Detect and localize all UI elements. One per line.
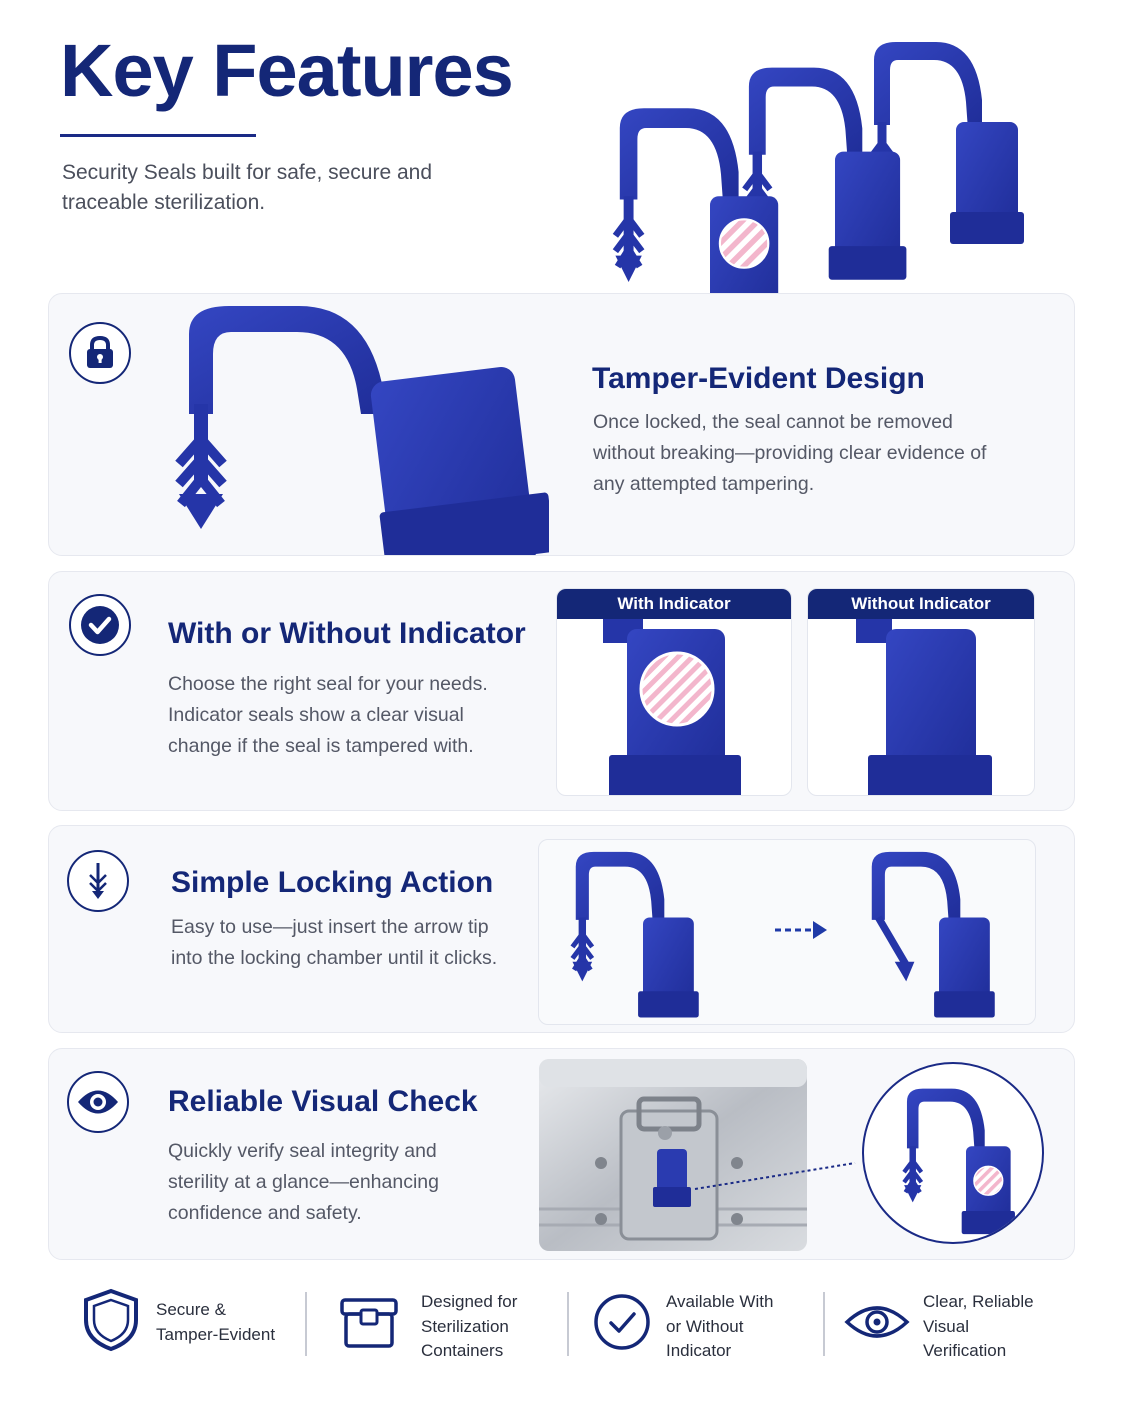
dotted-leader <box>694 1162 856 1190</box>
lock-icon <box>69 322 131 384</box>
without-indicator-panel: Without Indicator <box>807 588 1035 796</box>
sterilization-container-image <box>539 1059 807 1251</box>
locking-steps-panel <box>538 839 1036 1025</box>
footer-item-visual: Clear, Reliable Visual Verification <box>844 1288 1074 1368</box>
footer-item-secure: Secure & Tamper-Evident <box>80 1288 300 1368</box>
page-title: Key Features <box>60 29 514 112</box>
plain-seal-image <box>856 619 992 795</box>
footer-label: Secure & Tamper-Evident <box>156 1300 276 1344</box>
title-underline <box>60 134 256 137</box>
tamper-seal-image <box>149 294 549 555</box>
feature-card-locking: Simple Locking Action Easy to use—just i… <box>48 825 1075 1033</box>
feature-description: Quickly verify seal integrity and steril… <box>168 1140 439 1224</box>
shield-icon <box>84 1288 138 1352</box>
footer-label: Clear, Reliable Visual Verification <box>923 1292 1034 1360</box>
footer-divider <box>823 1292 825 1356</box>
check-circle-icon <box>594 1294 650 1350</box>
eye-icon <box>844 1306 910 1338</box>
feature-description: Once locked, the seal cannot be removed … <box>593 411 987 495</box>
feature-title: Simple Locking Action <box>171 866 494 899</box>
panel-header: Without Indicator <box>808 589 1034 619</box>
feature-card-indicator: With or Without Indicator Choose the rig… <box>48 571 1075 811</box>
footer-label: Designed for Sterilization Containers <box>421 1292 518 1360</box>
footer-item-indicator: Available With or Without Indicator <box>592 1288 812 1368</box>
footer-item-containers: Designed for Sterilization Containers <box>338 1288 558 1368</box>
feature-card-tamper-evident: Tamper-Evident Design Once locked, the s… <box>48 293 1075 556</box>
footer-divider <box>567 1292 569 1356</box>
arrow-down-icon <box>67 850 129 912</box>
container-icon <box>340 1298 398 1348</box>
feature-card-visual-check: Reliable Visual Check Quickly verify sea… <box>48 1048 1075 1260</box>
feature-description: Easy to use—just insert the arrow tip in… <box>171 916 498 969</box>
hero-seals-image <box>590 20 1070 320</box>
seal-zoom-circle <box>862 1062 1044 1244</box>
eye-icon <box>67 1071 129 1133</box>
footer-divider <box>305 1292 307 1356</box>
indicator-seal-image <box>603 619 741 795</box>
feature-title: Tamper-Evident Design <box>592 362 925 395</box>
with-indicator-panel: With Indicator <box>556 588 792 796</box>
feature-title: With or Without Indicator <box>168 617 526 650</box>
feature-description: Choose the right seal for your needs. In… <box>168 673 488 757</box>
feature-title: Reliable Visual Check <box>168 1085 478 1118</box>
check-circle-icon <box>69 594 131 656</box>
panel-header: With Indicator <box>557 589 791 619</box>
footer-label: Available With or Without Indicator <box>666 1292 774 1360</box>
page-subtitle: Security Seals built for safe, secure an… <box>62 161 433 214</box>
